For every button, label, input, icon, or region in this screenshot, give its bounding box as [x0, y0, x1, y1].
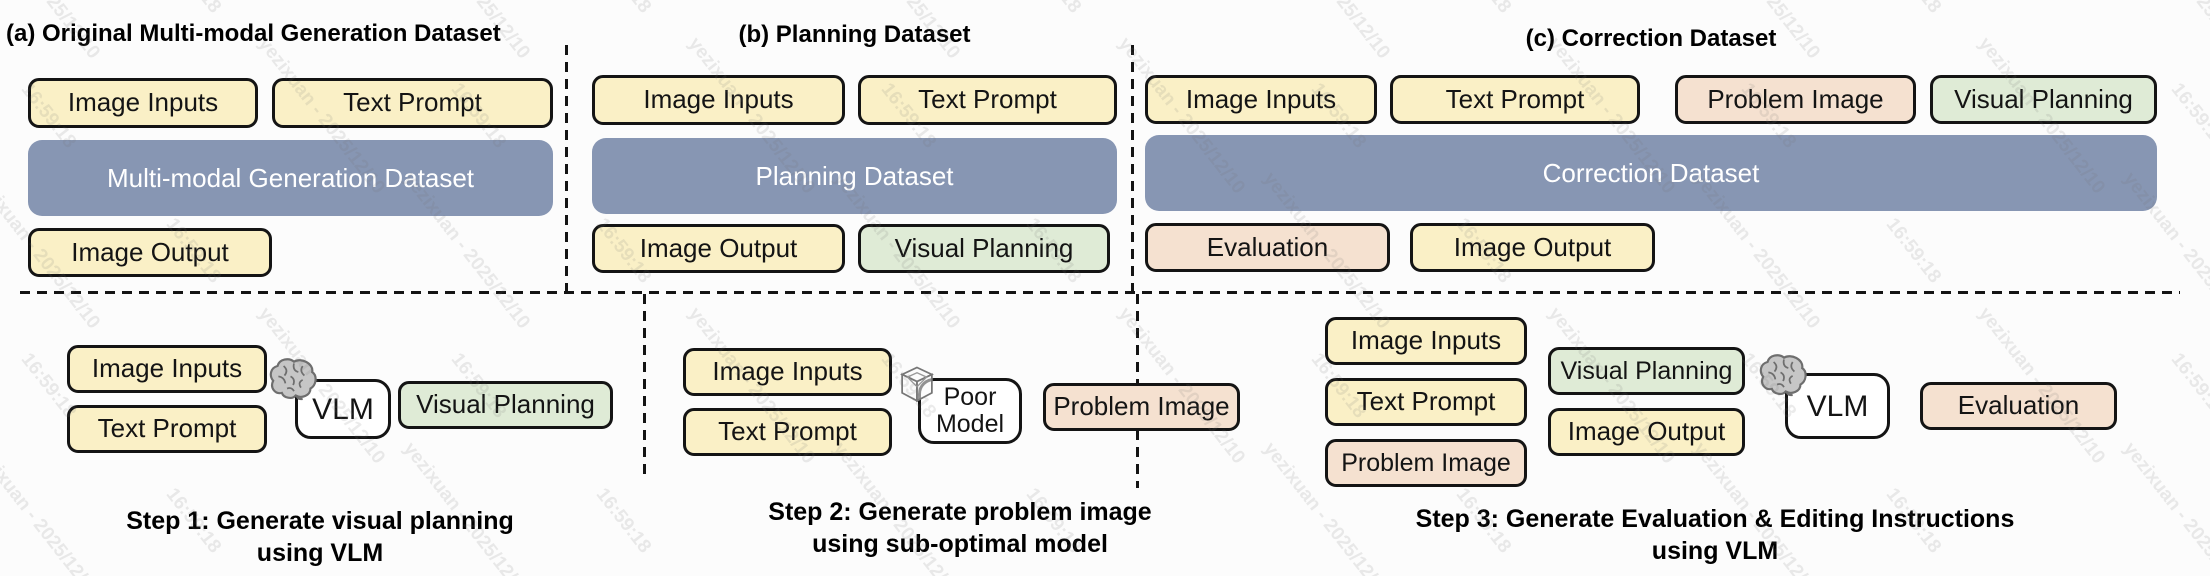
caption-line: using sub-optimal model: [812, 530, 1108, 558]
caption-line: Step 1: Generate visual planning: [126, 507, 514, 535]
box-label: Evaluation: [1206, 231, 1329, 262]
divider-horizontal: [20, 291, 2180, 294]
watermark-text: 16:59:18: [1881, 0, 1945, 18]
box-label: Image Inputs: [1350, 325, 1502, 356]
brain-icon: [1759, 354, 1807, 397]
box-label: Image Output: [71, 236, 229, 267]
divider-b-c: [1131, 45, 1134, 292]
caption-line: using VLM: [1651, 537, 1779, 565]
box-text-prompt: Text Prompt: [683, 408, 892, 456]
watermark-text: 16:59:18: [2166, 349, 2210, 423]
box-image-output: Image Output: [1548, 408, 1745, 456]
box-evaluation: Evaluation: [1145, 223, 1390, 272]
divider-step1-step2: [643, 294, 646, 480]
box-label: Evaluation: [1957, 390, 2080, 421]
caption-line: Step 3: Generate Evaluation & Editing In…: [1415, 505, 2015, 533]
box-label: Text Prompt: [718, 416, 857, 447]
box-image-output: Image Output: [1410, 223, 1655, 272]
model-label: VLM: [312, 392, 374, 426]
box-label: Text Prompt: [97, 413, 237, 444]
box-label: Text Prompt: [918, 84, 1057, 115]
model-box-poor-model: Poor Model: [918, 378, 1022, 444]
watermark-text: 16:59:18: [1881, 214, 1946, 288]
box-visual-planning: Visual Planning: [398, 381, 613, 429]
section-c-title-wrap: (c) Correction Dataset: [1145, 24, 2157, 54]
step3-caption: Step 3: Generate Evaluation & Editing In…: [1390, 503, 2040, 567]
box-label: Image Inputs: [91, 353, 243, 384]
caption-line: Step 2: Generate problem image: [768, 498, 1152, 526]
box-image-output: Image Output: [592, 224, 845, 273]
section-c-title: (c) Correction Dataset: [1525, 25, 1777, 52]
bar-correction-dataset: Correction Dataset: [1145, 135, 2157, 211]
box-image-inputs: Image Inputs: [592, 75, 845, 125]
box-text-prompt: Text Prompt: [1325, 378, 1527, 426]
box-label: Visual Planning: [416, 389, 595, 420]
box-text-prompt: Text Prompt: [858, 75, 1117, 125]
box-label: Visual Planning: [1954, 83, 2133, 114]
box-label: Problem Image: [1341, 448, 1511, 477]
model-label: Poor Model: [935, 382, 1005, 438]
section-a-title: (a) Original Multi-modal Generation Data…: [6, 20, 501, 47]
cube-icon: [900, 366, 934, 403]
box-visual-planning: Visual Planning: [858, 224, 1110, 273]
box-label: Image Output: [1453, 231, 1612, 262]
box-image-inputs: Image Inputs: [1325, 317, 1527, 365]
watermark-text: 16:59:18: [591, 484, 656, 558]
box-problem-image: Problem Image: [1043, 383, 1240, 431]
step2-caption: Step 2: Generate problem image using sub…: [735, 496, 1185, 560]
box-label: Image Inputs: [712, 356, 863, 387]
model-box-vlm: VLM: [295, 379, 391, 439]
box-image-inputs: Image Inputs: [67, 345, 267, 393]
box-problem-image: Problem Image: [1325, 439, 1527, 487]
watermark-text: 16:59:18: [1451, 0, 1515, 18]
watermark-text: 16:59:18: [161, 0, 225, 18]
watermark-text: yezixuan - 2025/12/10: [0, 438, 104, 576]
box-problem-image: Problem Image: [1675, 75, 1916, 124]
caption-line: using VLM: [256, 539, 384, 567]
bar-label: Correction Dataset: [1542, 157, 1760, 188]
divider-a-b: [565, 45, 568, 292]
box-label: Image Inputs: [67, 87, 219, 118]
box-text-prompt: Text Prompt: [1390, 75, 1640, 124]
watermark-text: 16:59:18: [591, 0, 655, 18]
box-label: Image Output: [639, 232, 798, 263]
box-label: Problem Image: [1053, 391, 1230, 422]
section-b-title-wrap: (b) Planning Dataset: [592, 20, 1117, 50]
box-label: Visual Planning: [1560, 356, 1733, 385]
box-text-prompt: Text Prompt: [272, 78, 553, 128]
model-label: VLM: [1806, 389, 1869, 423]
box-label: Image Output: [1567, 416, 1726, 447]
watermark-text: yezixuan - 2025/12/10: [2119, 438, 2210, 576]
bar-label: Multi-modal Generation Dataset: [106, 162, 475, 193]
box-label: Image Inputs: [1185, 83, 1337, 114]
section-b-title: (b) Planning Dataset: [738, 21, 971, 48]
box-label: Text Prompt: [1445, 83, 1585, 114]
box-label: Image Inputs: [643, 84, 794, 115]
box-text-prompt: Text Prompt: [67, 405, 267, 453]
bar-planning-dataset: Planning Dataset: [592, 138, 1117, 214]
box-label: Text Prompt: [1356, 386, 1496, 417]
box-label: Problem Image: [1707, 83, 1884, 114]
box-image-output: Image Output: [28, 228, 272, 277]
watermark-text: 16:59:18: [2166, 79, 2210, 153]
box-visual-planning: Visual Planning: [1548, 347, 1745, 395]
box-image-inputs: Image Inputs: [28, 78, 258, 128]
box-evaluation: Evaluation: [1920, 382, 2117, 430]
bar-multimodal-generation-dataset: Multi-modal Generation Dataset: [28, 140, 553, 216]
box-image-inputs: Image Inputs: [683, 348, 892, 396]
box-image-inputs: Image Inputs: [1145, 75, 1377, 124]
step1-caption: Step 1: Generate visual planning using V…: [95, 505, 545, 569]
brain-icon: [269, 358, 317, 401]
box-label: Visual Planning: [894, 232, 1074, 263]
box-label: Text Prompt: [343, 87, 482, 118]
box-visual-planning: Visual Planning: [1930, 75, 2157, 124]
watermark-text: 16:59:18: [1021, 0, 1085, 18]
bar-label: Planning Dataset: [755, 160, 954, 191]
